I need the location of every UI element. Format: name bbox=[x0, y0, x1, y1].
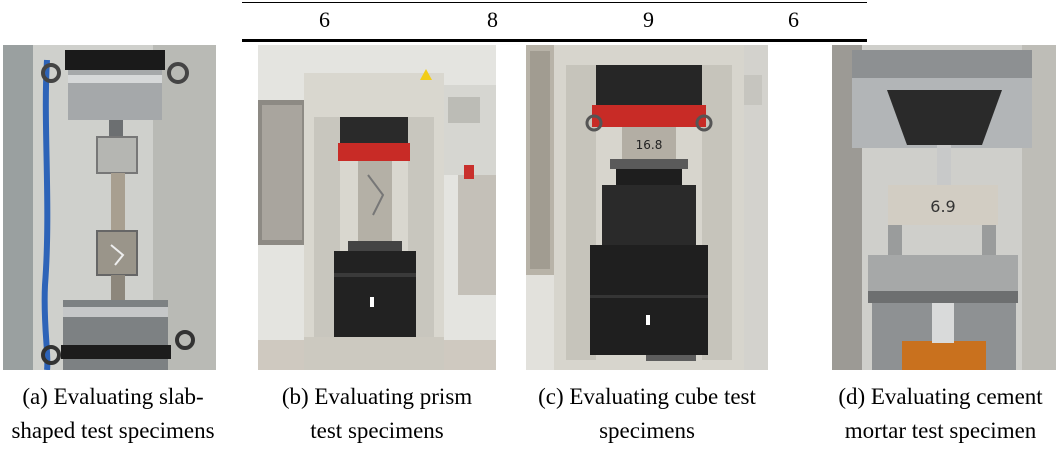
photo-slab-specimen-test bbox=[3, 45, 216, 370]
caption-b: (b) Evaluating prism test specimens bbox=[281, 384, 473, 443]
table-top-rule bbox=[242, 2, 867, 3]
caption-c: (c) Evaluating cube test specimens bbox=[538, 384, 756, 443]
top-number-3: 9 bbox=[643, 7, 654, 32]
caption-d: (d) Evaluating cement mortar test specim… bbox=[838, 384, 1043, 443]
caption-a: (a) Evaluating slab- shaped test specime… bbox=[11, 384, 215, 443]
table-header-rule bbox=[242, 39, 867, 42]
mortar-specimen-mark: 6.9 bbox=[930, 197, 955, 216]
top-number-2: 8 bbox=[487, 7, 498, 32]
photo-prism-specimen-test bbox=[258, 45, 496, 370]
cube-specimen-mark: 16.8 bbox=[636, 138, 663, 152]
photo-mortar-specimen-test: 6.9 bbox=[832, 45, 1056, 370]
top-number-4: 6 bbox=[788, 7, 799, 32]
top-number-1: 6 bbox=[319, 7, 330, 32]
photo-cube-specimen-test: 16.8 bbox=[526, 45, 768, 370]
